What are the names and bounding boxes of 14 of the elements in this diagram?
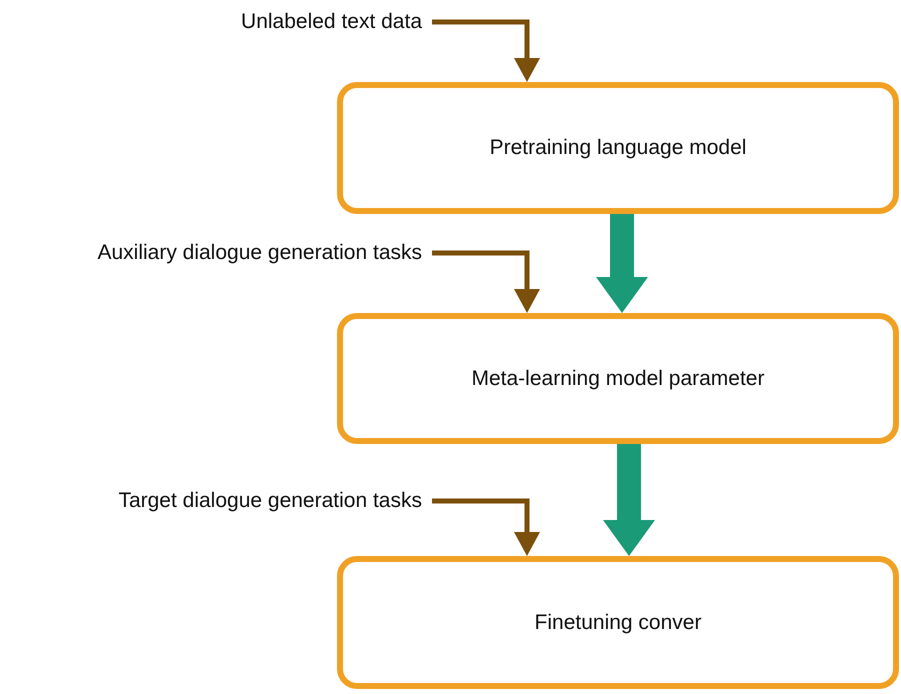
node-label: Pretraining language model (490, 136, 746, 160)
block-arrow (596, 214, 648, 313)
node-label: Unlabeled text data (241, 10, 422, 34)
arrow (432, 20, 540, 82)
arrow (432, 250, 540, 313)
arrow (432, 498, 540, 556)
node-label: Auxiliary dialogue generation tasks (97, 241, 422, 265)
node-label: Meta-learning model parameter (472, 366, 764, 390)
node-label: Target dialogue generation tasks (118, 489, 422, 513)
node-label: Finetuning conver (534, 610, 702, 634)
process-box (337, 556, 899, 689)
process-box (337, 82, 899, 214)
process-box (337, 313, 899, 444)
block-arrow (603, 444, 655, 556)
